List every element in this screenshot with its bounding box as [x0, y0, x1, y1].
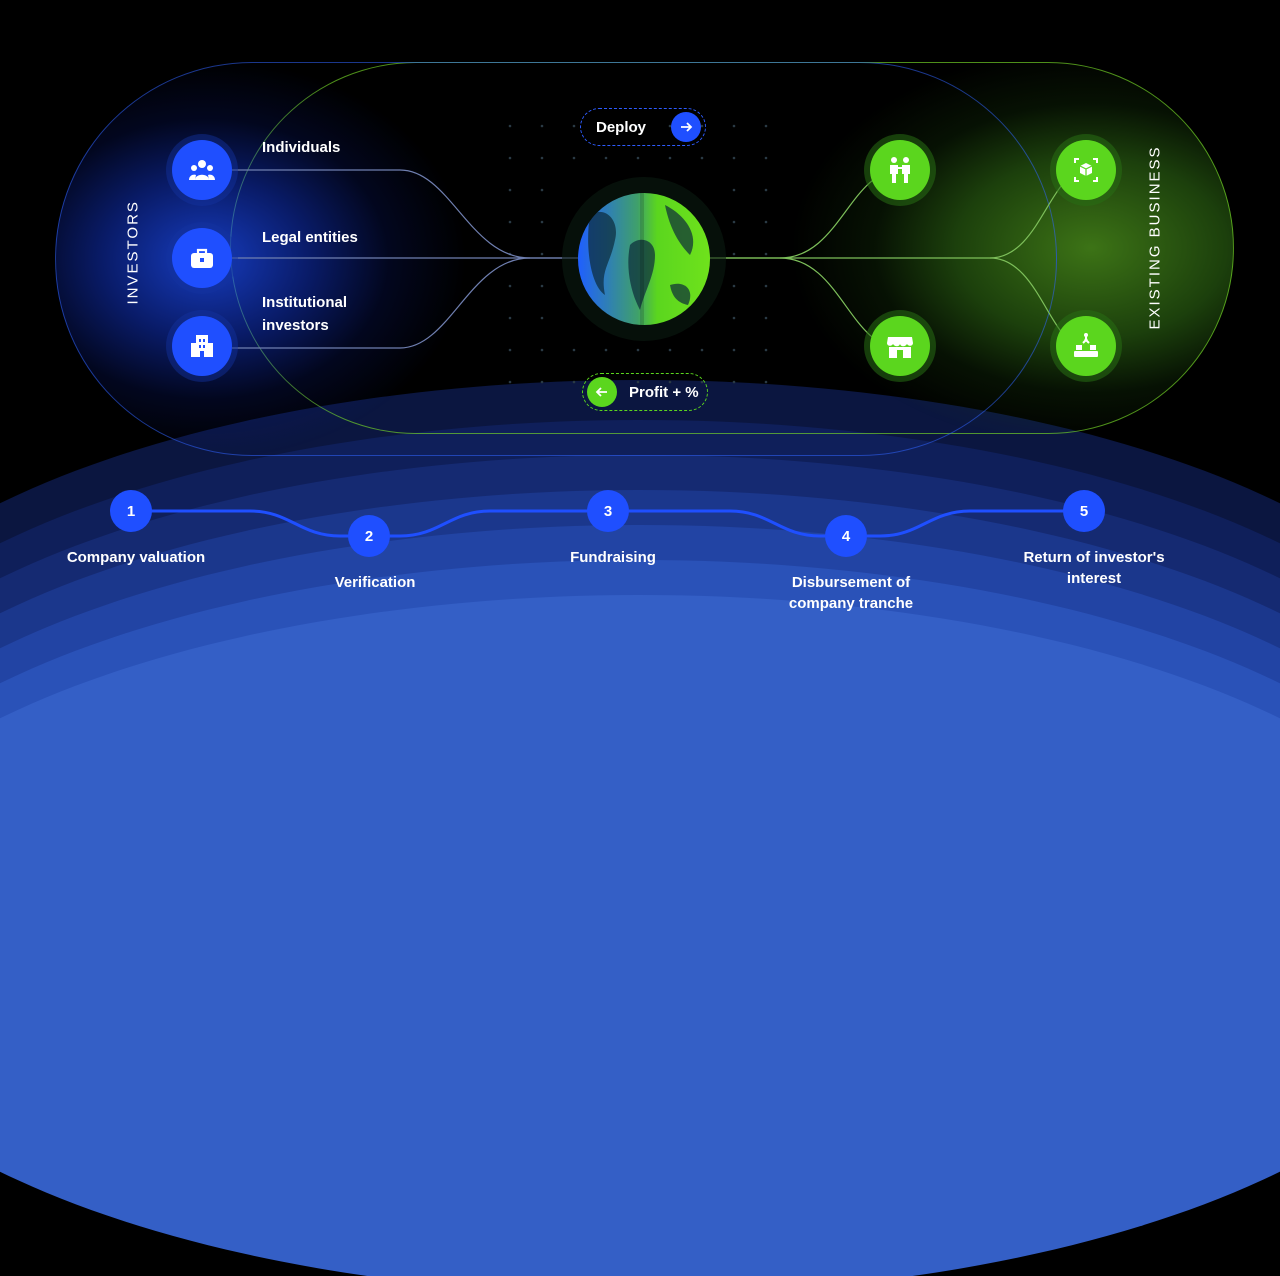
grid-dot — [572, 380, 576, 384]
individuals-button[interactable] — [172, 140, 232, 200]
step-1-label: Company valuation — [66, 549, 206, 566]
grid-dot — [508, 220, 512, 224]
grid-dot — [604, 124, 608, 128]
connector-cube — [780, 169, 1087, 259]
grid-dot — [764, 380, 768, 384]
grid-dot — [636, 156, 640, 160]
grid-dot — [732, 188, 736, 192]
grid-dot — [732, 252, 736, 256]
diagram-stage: INVESTORS Individuals Legal entities — [0, 62, 1280, 1276]
grid-dot — [508, 380, 512, 384]
grid-dot — [668, 156, 672, 160]
grid-dot — [636, 380, 640, 384]
grid-dot — [668, 124, 672, 128]
robot-conveyor-button[interactable] — [1056, 316, 1116, 376]
grid-dot — [540, 252, 544, 256]
step-1-circle: 1 — [110, 490, 152, 532]
legal-entities-button[interactable] — [172, 228, 232, 288]
arrow-left-icon — [587, 377, 617, 407]
grid-dot — [508, 124, 512, 128]
grid-dot — [764, 188, 768, 192]
grid-dot — [540, 348, 544, 352]
building-icon — [191, 335, 213, 357]
profit-pill[interactable]: Profit + % — [582, 373, 708, 411]
storefront-button[interactable] — [870, 316, 930, 376]
grid-dot — [700, 348, 704, 352]
grid-dot — [764, 124, 768, 128]
deploy-label: Deploy — [596, 118, 647, 136]
grid-dot — [732, 348, 736, 352]
grid-dot — [604, 156, 608, 160]
grid-dot — [764, 156, 768, 160]
grid-dot — [572, 124, 576, 128]
grid-dot — [540, 220, 544, 224]
grid-dot — [764, 284, 768, 288]
step-3-circle: 3 — [587, 490, 629, 532]
grid-dot — [508, 348, 512, 352]
grid-dot — [700, 156, 704, 160]
grid-dot — [636, 124, 640, 128]
arrow-right-icon — [671, 112, 701, 142]
grid-dot — [540, 316, 544, 320]
profit-label: Profit + % — [629, 383, 699, 401]
globe-icon — [562, 177, 726, 341]
grid-dot — [540, 380, 544, 384]
grid-dot — [764, 252, 768, 256]
legal-entities-label: Legal entities — [262, 229, 358, 246]
grid-dot — [732, 284, 736, 288]
grid-dot — [508, 284, 512, 288]
grid-dot — [508, 156, 512, 160]
grid-dot — [668, 380, 672, 384]
step-5-label: Return of investor's interest — [1023, 549, 1165, 587]
investors-title: INVESTORS — [124, 200, 142, 305]
people-group-icon — [189, 160, 215, 180]
institutional-investors-button[interactable] — [172, 316, 232, 376]
grid-dot — [572, 156, 576, 160]
grid-dot — [764, 316, 768, 320]
conveyor-robot-icon — [1074, 333, 1098, 357]
connector-handshake — [708, 169, 901, 259]
grid-dot — [732, 124, 736, 128]
individuals-label: Individuals — [262, 139, 341, 156]
grid-dot — [764, 348, 768, 352]
grid-dot — [540, 284, 544, 288]
grid-dot — [508, 316, 512, 320]
grid-dot — [540, 124, 544, 128]
grid-dot — [732, 380, 736, 384]
grid-dot — [540, 188, 544, 192]
step-5-circle: 5 — [1063, 490, 1105, 532]
storefront-icon — [887, 337, 913, 358]
step-4-label: Disbursement of company tranche — [788, 574, 914, 612]
step-2-circle: 2 — [348, 515, 390, 557]
grid-dot — [508, 188, 512, 192]
grid-dot — [732, 316, 736, 320]
grid-dot — [572, 348, 576, 352]
step-2-label: Verification — [334, 574, 416, 591]
grid-dot — [604, 348, 608, 352]
cube-network-button[interactable] — [1056, 140, 1116, 200]
partners-button[interactable] — [870, 140, 930, 200]
deploy-pill[interactable]: Deploy — [580, 108, 706, 146]
cube-network-icon — [1074, 158, 1098, 182]
step-4-circle: 4 — [825, 515, 867, 557]
grid-dot — [732, 156, 736, 160]
briefcase-icon — [191, 248, 213, 268]
grid-dot — [764, 220, 768, 224]
step-3-label: Fundraising — [570, 549, 656, 566]
grid-dot — [540, 156, 544, 160]
connector-individuals — [232, 169, 585, 259]
grid-dot — [732, 220, 736, 224]
existing-business-title: EXISTING BUSINESS — [1146, 145, 1164, 330]
handshake-people-icon — [890, 157, 910, 183]
institutional-investors-label: Institutional investors — [262, 294, 347, 334]
connector-institutional — [232, 257, 531, 349]
grid-dot — [668, 348, 672, 352]
grid-dot — [636, 348, 640, 352]
